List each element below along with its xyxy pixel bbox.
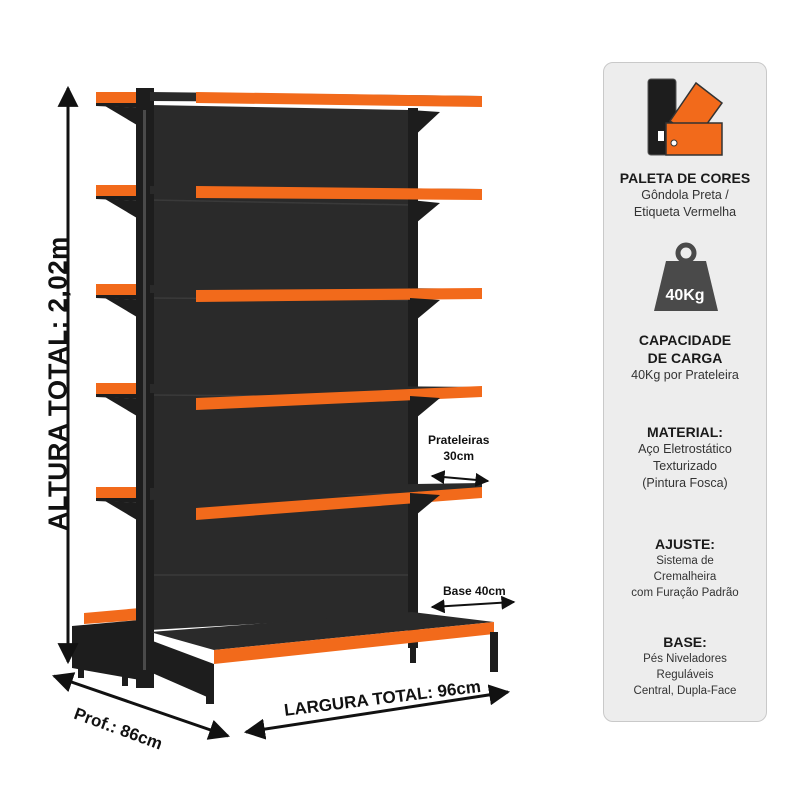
adjust-title: AJUSTE: [655,536,715,552]
right-shelves [150,92,494,664]
palette-title: PALETA DE CORES [619,170,751,186]
weight-badge: 40Kg [665,287,705,304]
color-palette-icon [647,78,724,156]
base-title: BASE: [663,634,707,650]
base-left [72,620,140,680]
base-depth-label: Base 40cm [443,584,506,598]
material-line3: (Pintura Fosca) [642,476,728,490]
back-panel [150,105,412,630]
adjust-line3: com Furação Padrão [631,587,739,599]
shelf-depth-arrow [430,470,490,487]
load-line1: 40Kg por Prateleira [631,368,739,382]
base-line1: Pés Niveladores [643,653,727,665]
load-title-2: DE CARGA [647,350,723,366]
material-section: MATERIAL: Aço Eletrostático Texturizado … [604,423,766,492]
specs-panel: PALETA DE CORES Gôndola Preta / Etiqueta… [603,62,767,722]
adjust-section: AJUSTE: Sistema de Cremalheira com Furaç… [604,535,766,601]
palette-line2: Etiqueta Vermelha [633,205,737,219]
base-right [150,640,214,700]
shelf-depth-label: Prateleiras 30cm [428,432,489,464]
base-line2: Reguláveis [656,669,714,681]
right-upright [408,108,418,648]
shelf-depth-label-line1: Prateleiras [428,433,490,447]
adjust-line1: Sistema de [656,555,714,567]
depth-arrow [52,672,230,740]
adjust-line2: Cremalheira [653,571,717,583]
material-title: MATERIAL: [647,424,723,440]
left-shelves [84,92,142,624]
load-section: CAPACIDADE DE CARGA 40Kg por Prateleira [604,331,766,384]
base-depth-arrow [430,595,516,614]
base-line3: Central, Dupla-Face [633,685,737,697]
palette-section: PALETA DE CORES Gôndola Preta / Etiqueta… [604,169,766,221]
material-line2: Texturizado [653,459,717,473]
base-section: BASE: Pés Niveladores Reguláveis Central… [604,633,766,699]
width-arrow [243,684,511,740]
weight-icon [654,242,718,311]
load-title-1: CAPACIDADE [638,332,732,348]
material-line1: Aço Eletrostático [638,442,732,456]
shelf-depth-label-line2: 30cm [443,449,475,463]
palette-line1: Gôndola Preta / [641,188,729,202]
total-height-label: ALTURA TOTAL: 2,02m [42,236,73,531]
